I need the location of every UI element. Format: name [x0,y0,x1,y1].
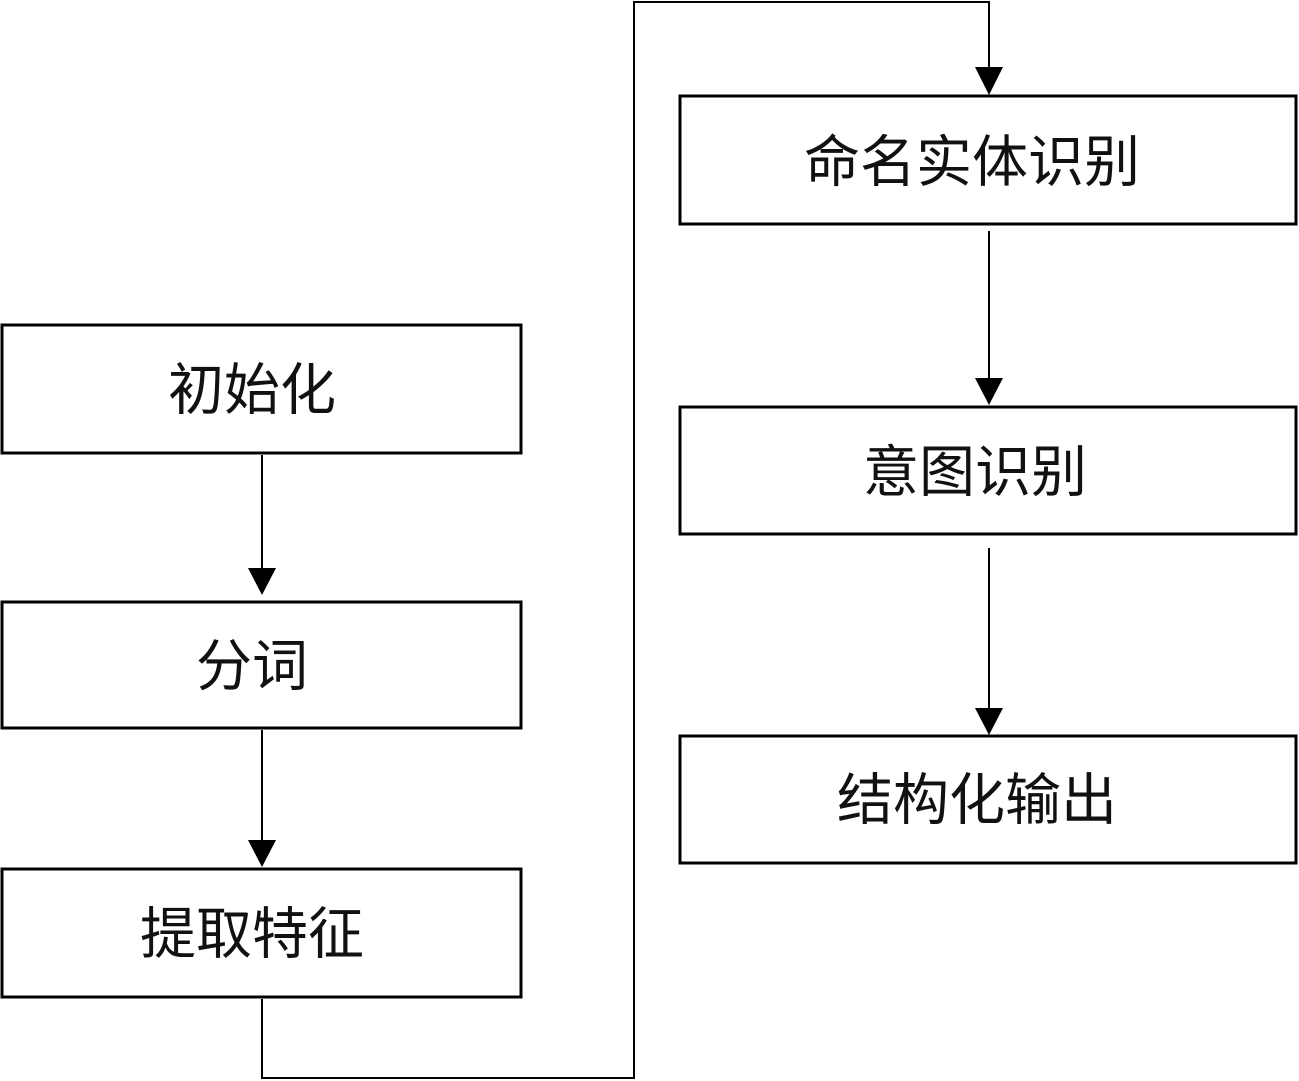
arrowhead-named-entity-recognition [975,67,1003,95]
arrowhead-intent-recognition [975,378,1003,405]
node-named-entity-recognition-box [678,94,1298,226]
node-tokenize-label: 分词 [196,635,308,700]
node-named-entity-recognition: 命名实体识别 [678,94,1298,226]
arrowhead-extract-features [248,840,276,867]
node-structured-output-box [678,734,1298,865]
node-structured-output-label: 结构化输出 [837,769,1117,834]
node-intent-recognition: 意图识别 [678,405,1298,536]
node-named-entity-recognition-label: 命名实体识别 [804,131,1140,196]
node-initialize-box [0,323,523,455]
connector-extract-features-to-named-entity-recognition [261,1,990,1079]
node-extract-features-label: 提取特征 [140,903,364,968]
node-initialize-label: 初始化 [168,359,336,424]
node-structured-output: 结构化输出 [678,734,1298,865]
node-intent-recognition-label: 意图识别 [863,441,1087,506]
node-initialize: 初始化 [0,323,523,455]
node-extract-features-box [0,867,523,999]
node-intent-recognition-box [678,405,1298,536]
node-tokenize: 分词 [0,600,523,730]
node-tokenize-box [0,600,523,730]
arrowhead-structured-output [975,708,1003,735]
arrowhead-tokenize [248,568,276,595]
node-extract-features: 提取特征 [0,867,523,999]
